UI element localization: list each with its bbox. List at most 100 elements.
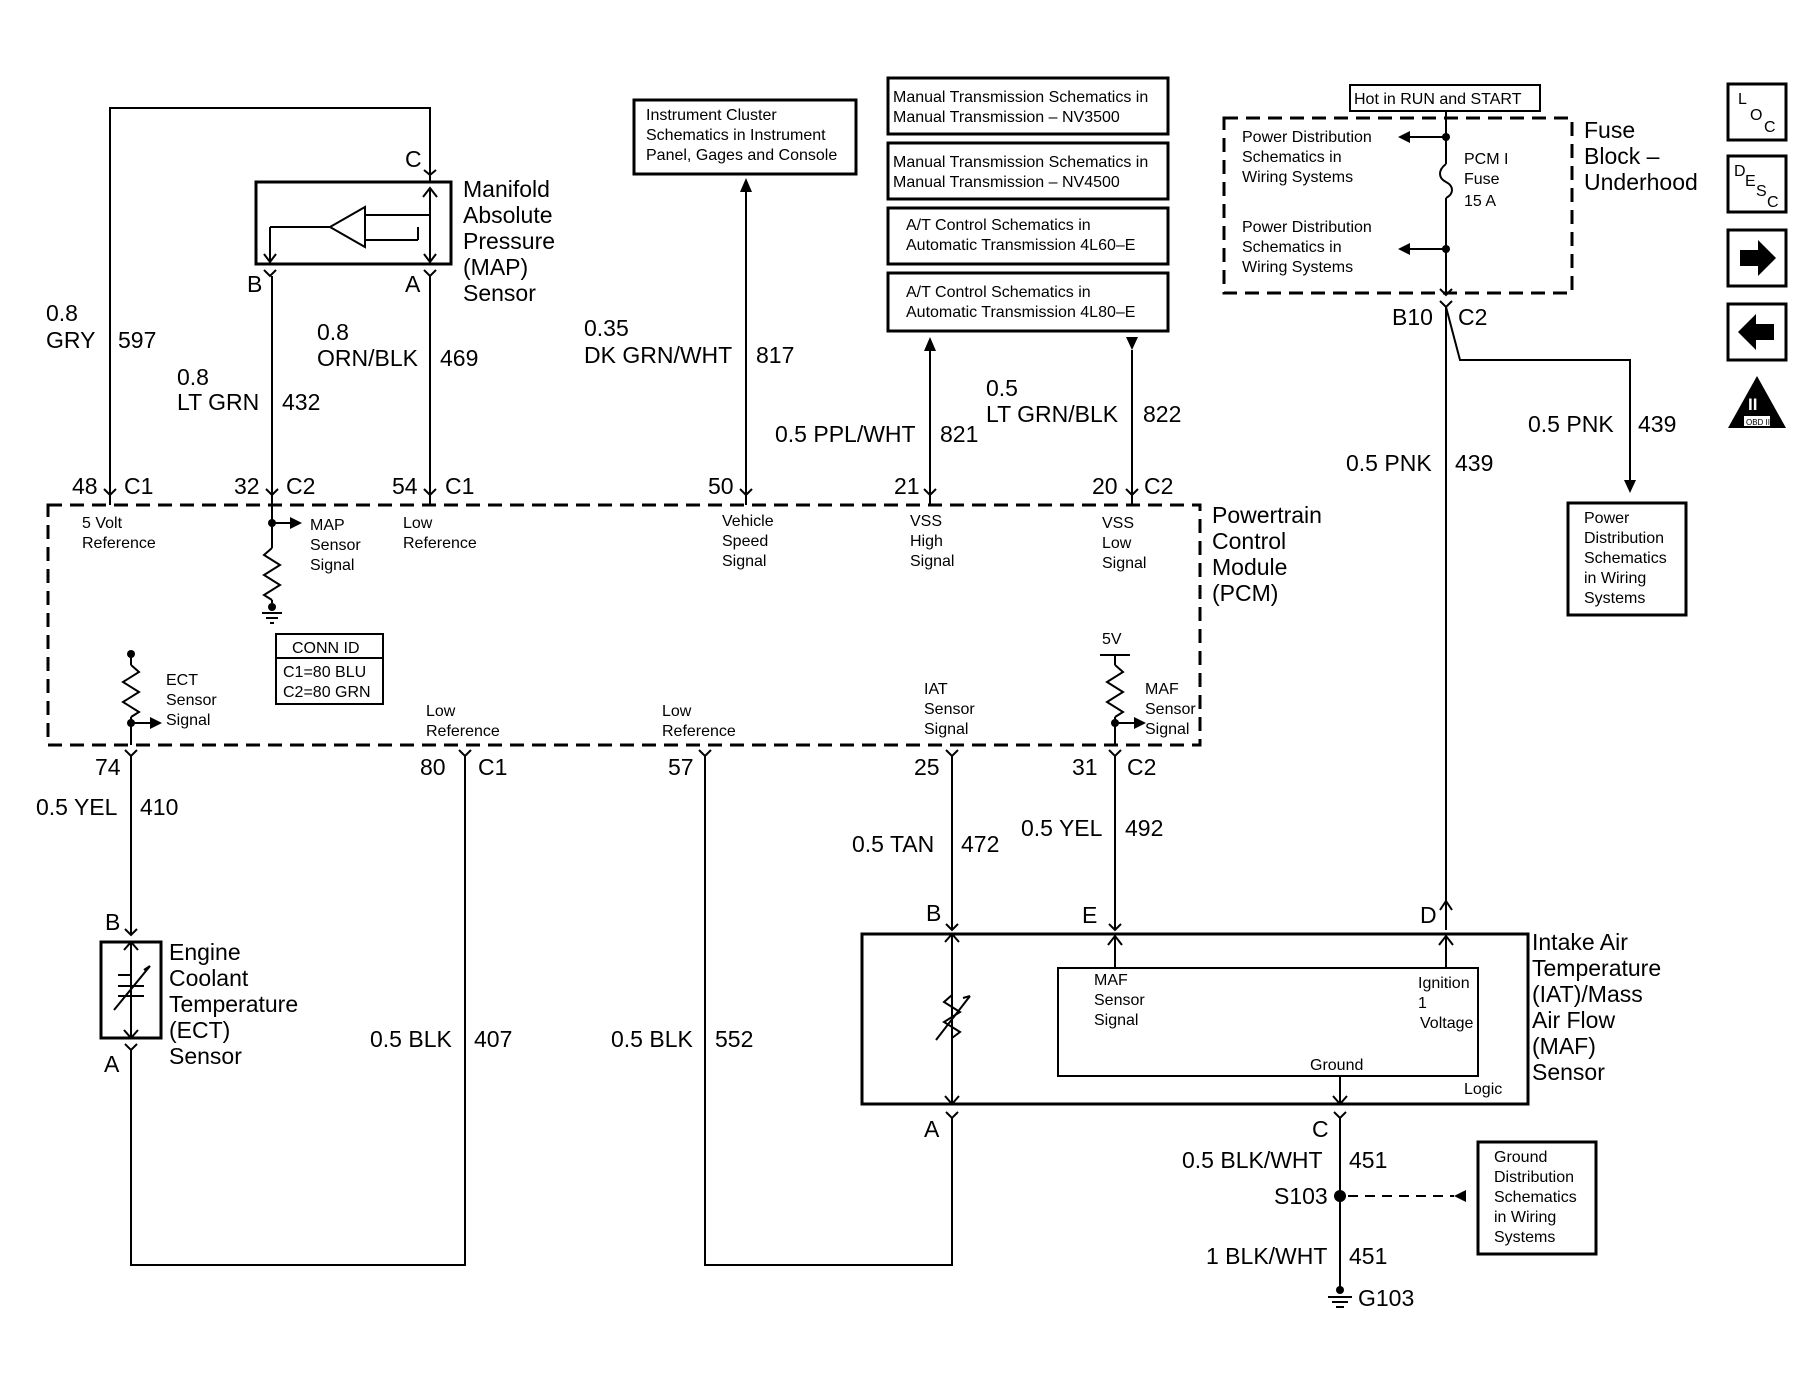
svg-text:E: E — [1082, 902, 1097, 928]
svg-text:S: S — [1756, 183, 1767, 200]
svg-text:L: L — [1738, 91, 1747, 108]
svg-text:VSS: VSS — [1102, 515, 1134, 532]
svg-text:Distribution: Distribution — [1494, 1169, 1574, 1186]
svg-text:II: II — [1748, 395, 1757, 414]
svg-text:Reference: Reference — [662, 723, 736, 740]
fuse-block-underhood: Hot in RUN and START Power Distribution … — [1222, 84, 1698, 297]
svg-text:Instrument Cluster: Instrument Cluster — [646, 107, 777, 124]
wire-492: 0.5 YEL 492 E D — [1021, 756, 1437, 932]
svg-text:B: B — [926, 900, 941, 926]
svg-text:A: A — [924, 1116, 940, 1142]
svg-text:Fuse: Fuse — [1584, 117, 1635, 143]
svg-text:1 BLK/WHT: 1 BLK/WHT — [1206, 1243, 1327, 1269]
svg-text:O: O — [1750, 107, 1762, 124]
svg-text:15 A: 15 A — [1464, 193, 1496, 210]
svg-text:Intake Air: Intake Air — [1532, 929, 1628, 955]
svg-text:407: 407 — [474, 1026, 512, 1052]
ground-distribution-ref-box: Ground Distribution Schematics in Wiring… — [1476, 1140, 1598, 1256]
svg-text:0.5 TAN: 0.5 TAN — [852, 831, 934, 857]
svg-text:Reference: Reference — [403, 535, 477, 552]
arrow-right-icon[interactable] — [1726, 228, 1788, 288]
svg-text:Sensor: Sensor — [166, 692, 217, 709]
conn-id-label: CONN ID — [292, 640, 360, 657]
svg-text:IAT: IAT — [924, 681, 948, 698]
wire-451: 0.5 BLK/WHT 451 S103 1 BLK/WHT 451 G103 — [1182, 1118, 1466, 1311]
svg-text:Schematics: Schematics — [1584, 550, 1667, 567]
svg-text:Systems: Systems — [1584, 590, 1645, 607]
svg-text:C: C — [1312, 1116, 1329, 1142]
svg-text:Sensor: Sensor — [310, 537, 361, 554]
svg-text:C1: C1 — [124, 473, 153, 499]
svg-text:451: 451 — [1349, 1147, 1387, 1173]
svg-text:0.8: 0.8 — [317, 319, 349, 345]
svg-text:451: 451 — [1349, 1243, 1387, 1269]
svg-text:Low: Low — [403, 515, 433, 532]
svg-text:0.5 PPL/WHT: 0.5 PPL/WHT — [775, 421, 916, 447]
svg-text:Air Flow: Air Flow — [1532, 1007, 1615, 1033]
svg-text:Reference: Reference — [82, 535, 156, 552]
desc-icon[interactable]: D E S C — [1726, 154, 1788, 214]
arrow-left-icon[interactable] — [1726, 302, 1788, 362]
svg-text:High: High — [910, 533, 943, 550]
svg-text:Control: Control — [1212, 528, 1286, 554]
svg-text:LT GRN: LT GRN — [177, 389, 259, 415]
svg-text:(PCM): (PCM) — [1212, 580, 1278, 606]
svg-text:Distribution: Distribution — [1584, 530, 1664, 547]
svg-text:0.5 BLK: 0.5 BLK — [611, 1026, 693, 1052]
loc-icon[interactable]: L O C — [1726, 82, 1788, 142]
svg-text:C2=80 GRN: C2=80 GRN — [283, 684, 371, 701]
svg-text:C2: C2 — [1144, 473, 1173, 499]
svg-text:MAP: MAP — [310, 517, 345, 534]
power-distribution-ref-box: Power Distribution Schematics in Wiring … — [1566, 501, 1688, 617]
wire-407: 0.5 BLK 407 — [130, 756, 512, 1266]
svg-text:A/T Control Schematics in: A/T Control Schematics in — [906, 217, 1091, 234]
svg-text:Sensor: Sensor — [463, 280, 536, 306]
svg-text:Signal: Signal — [310, 557, 354, 574]
svg-text:Schematics in: Schematics in — [1242, 149, 1342, 166]
svg-text:C2: C2 — [1127, 754, 1156, 780]
wire-597: 0.8 GRY 597 — [46, 107, 431, 505]
svg-text:Low: Low — [662, 703, 692, 720]
svg-text:C1=80 BLU: C1=80 BLU — [283, 664, 366, 681]
svg-text:C2: C2 — [1458, 304, 1487, 330]
splice-s103: S103 — [1274, 1183, 1328, 1209]
hot-in-run-label: Hot in RUN and START — [1354, 91, 1522, 108]
svg-text:Signal: Signal — [1145, 721, 1189, 738]
svg-text:Logic: Logic — [1464, 1081, 1502, 1098]
svg-text:Ground: Ground — [1494, 1149, 1547, 1166]
svg-text:439: 439 — [1455, 450, 1493, 476]
wire-410: 0.5 YEL 410 B — [36, 756, 178, 937]
svg-text:DK GRN/WHT: DK GRN/WHT — [584, 342, 732, 368]
pcm-module: Powertrain Control Module (PCM) — [46, 502, 1322, 747]
svg-text:54: 54 — [392, 473, 418, 499]
svg-text:Vehicle: Vehicle — [722, 513, 774, 530]
svg-text:B10: B10 — [1392, 304, 1433, 330]
svg-text:Powertrain: Powertrain — [1212, 502, 1322, 528]
wire-439: B10 C2 0.5 PNK 439 0.5 PNK 439 — [1346, 300, 1676, 930]
svg-text:(MAF): (MAF) — [1532, 1033, 1596, 1059]
svg-text:Schematics in Instrument: Schematics in Instrument — [646, 127, 826, 144]
svg-text:MAF: MAF — [1094, 972, 1128, 989]
svg-text:552: 552 — [715, 1026, 753, 1052]
obd-ii-icon[interactable]: II OBD II — [1728, 376, 1786, 428]
ect-sensor: Engine Coolant Temperature (ECT) Sensor … — [99, 939, 298, 1077]
svg-text:LT GRN/BLK: LT GRN/BLK — [986, 401, 1119, 427]
wire-472: 0.5 TAN 472 B — [852, 756, 999, 932]
svg-text:Signal: Signal — [924, 721, 968, 738]
svg-text:Signal: Signal — [722, 553, 766, 570]
svg-text:C1: C1 — [478, 754, 507, 780]
svg-text:Block –: Block – — [1584, 143, 1660, 169]
svg-text:0.5 BLK/WHT: 0.5 BLK/WHT — [1182, 1147, 1323, 1173]
svg-text:GRY: GRY — [46, 327, 95, 353]
svg-text:Wiring Systems: Wiring Systems — [1242, 259, 1353, 276]
svg-text:OBD II: OBD II — [1746, 418, 1770, 427]
svg-text:Ignition: Ignition — [1418, 975, 1470, 992]
svg-text:Manual Transmission Schematics: Manual Transmission Schematics in — [893, 89, 1148, 106]
svg-text:Low: Low — [426, 703, 456, 720]
svg-text:Sensor: Sensor — [1145, 701, 1196, 718]
svg-text:50: 50 — [708, 473, 734, 499]
iat-maf-sensor: MAF Sensor Signal Ignition 1 Voltage Gro… — [860, 929, 1661, 1106]
svg-text:5V: 5V — [1102, 631, 1122, 648]
svg-text:57: 57 — [668, 754, 694, 780]
svg-text:Panel, Gages and Console: Panel, Gages and Console — [646, 147, 837, 164]
